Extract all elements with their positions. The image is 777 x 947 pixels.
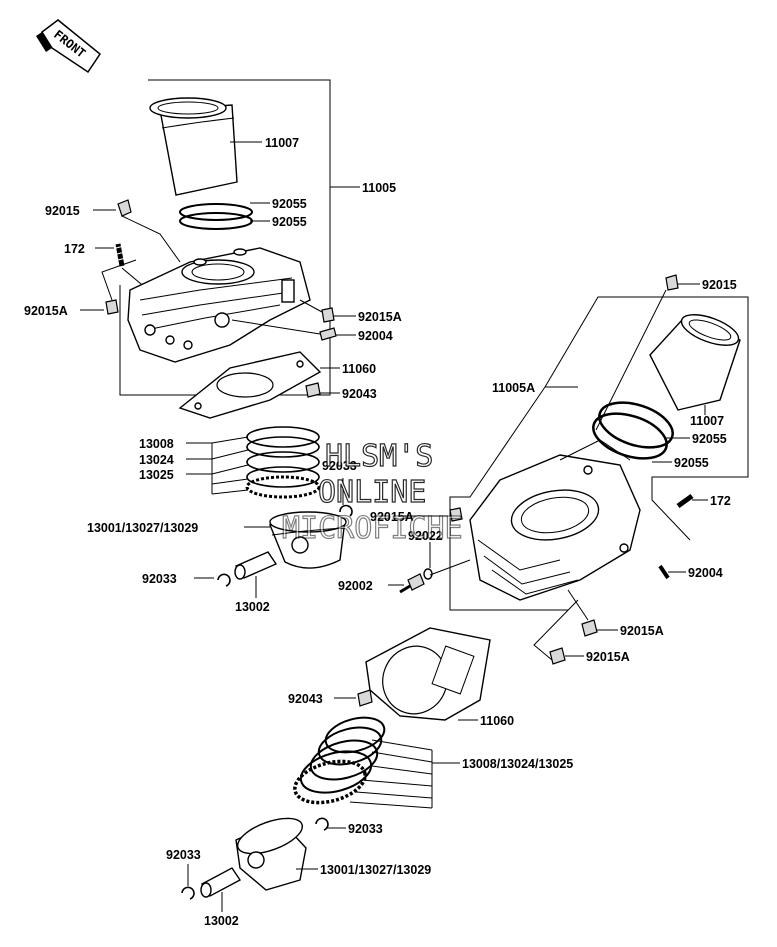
callout-13001-13027-13029: 13001/13027/13029 [87,521,198,535]
plug-part [658,564,670,580]
callout-92055: 92055 [272,197,307,211]
callout-11060: 11060 [342,362,376,376]
dowel-pin-part [449,507,463,522]
stud-bolt-part [115,243,127,267]
callout-11007: 11007 [690,414,724,428]
dowel-pin-part [665,274,679,291]
dowel-pin-part [117,199,132,217]
callout-92015A: 92015A [370,510,414,524]
callout-13002: 13002 [204,914,239,928]
callout-13008-13024-13025: 13008/13024/13025 [462,757,573,771]
cylinder-base-gasket-part [178,351,322,419]
callout-11005A: 11005A [492,381,535,395]
front-arrow-icon: FRONT [36,19,102,74]
cylinder-block-part [127,247,311,363]
callout-92033: 92033 [142,572,177,586]
dowel-pin-part [305,382,321,398]
piston-pin-part [234,551,278,580]
callout-92043: 92043 [342,387,377,401]
callout-13025: 13025 [139,468,174,482]
dowel-pin-part [357,689,373,707]
callout-92004: 92004 [358,329,393,343]
piston-part [268,511,347,569]
dowel-pin-part [321,307,335,323]
callout-92015A: 92015A [620,624,664,638]
callout-92015: 92015 [45,204,80,218]
o-ring-pair [179,203,253,230]
cylinder-sleeve-part [149,97,238,196]
cylinder-sleeve-part [649,314,741,411]
watermark-line-2: ONLINE [318,475,426,510]
callout-92055: 92055 [674,456,709,470]
front-cylinder-group [80,79,360,598]
watermark: HLSM'S ONLINE MICROFICHE [281,438,463,546]
dowel-pin-part [549,647,566,665]
dowel-pin-part [581,619,598,637]
callout-92015A: 92015A [586,650,630,664]
cylinder-block-part [469,439,641,601]
callout-172: 172 [64,242,85,256]
callout-11005: 11005 [362,181,396,195]
callout-13008: 13008 [139,437,174,451]
piston-pin-clip-part [339,504,353,517]
callout-11060: 11060 [480,714,514,728]
callout-172: 172 [710,494,731,508]
callout-92004: 92004 [688,566,723,580]
callout-92002: 92002 [338,579,373,593]
callout-92022: 92022 [408,529,443,543]
piston-pin-part [200,867,242,898]
callout-11007: 11007 [265,136,299,150]
callout-92015A: 92015A [24,304,68,318]
callout-13002: 13002 [235,600,270,614]
piston-pin-clip-part [217,573,231,587]
callout-92043: 92043 [288,692,323,706]
bolt-part [399,573,425,594]
rear-cylinder-group [181,274,749,912]
callout-92033: 92033 [348,822,383,836]
cylinder-base-gasket-part [365,627,491,721]
piston-pin-clip-part [181,886,195,900]
callout-92033: 92033 [166,848,201,862]
callout-92015A: 92015A [358,310,402,324]
stud-bolt-part [676,493,694,509]
callout-92055: 92055 [692,432,727,446]
callout-92055: 92055 [272,215,307,229]
piston-ring-set [293,716,386,805]
o-ring-pair [592,401,674,460]
callout-13024: 13024 [139,453,174,467]
callout-92015: 92015 [702,278,737,292]
piston-ring-set [245,426,321,499]
callout-92033: 92033 [322,459,357,473]
callout-13001-13027-13029: 13001/13027/13029 [320,863,431,877]
washer-part [423,568,433,580]
plug-part [319,327,337,341]
watermark-line-3: MICROFICHE [282,511,463,546]
callout-labels: 11007 11005 92015 92055 92055 172 92015A… [24,136,737,928]
dowel-pin-part [105,299,119,315]
watermark-line-1: HLSM'S [325,439,433,474]
piston-part [235,817,307,891]
